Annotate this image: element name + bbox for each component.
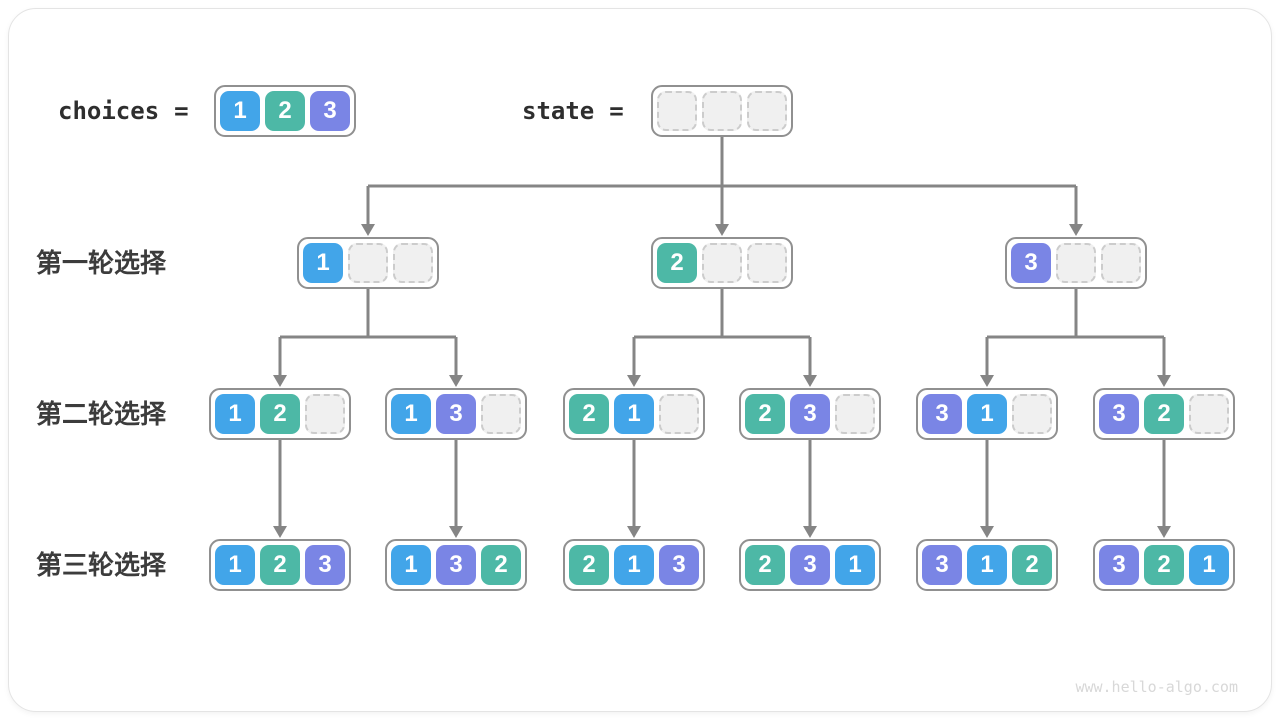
arrowhead — [449, 375, 463, 387]
empty-slot — [747, 91, 787, 131]
value-cell-2: 2 — [745, 545, 785, 585]
arrowhead — [273, 526, 287, 538]
value-cell-3: 3 — [1099, 394, 1139, 434]
value-cell-2: 2 — [569, 545, 609, 585]
empty-slot — [702, 91, 742, 131]
value-cell-2: 2 — [481, 545, 521, 585]
value-cell-2: 2 — [1144, 394, 1184, 434]
value-cell-1: 1 — [391, 394, 431, 434]
empty-slot — [1189, 394, 1229, 434]
value-cell-3: 3 — [922, 394, 962, 434]
arrowhead — [1157, 526, 1171, 538]
empty-slot — [1101, 243, 1141, 283]
value-cell-1: 1 — [967, 394, 1007, 434]
value-cell-1: 1 — [1189, 545, 1229, 585]
arrowhead — [803, 375, 817, 387]
value-cell-3: 3 — [436, 394, 476, 434]
empty-slot — [1056, 243, 1096, 283]
value-cell-3: 3 — [436, 545, 476, 585]
round-1-label: 第一轮选择 — [36, 248, 167, 278]
state-label: state = — [522, 85, 624, 137]
arrowhead — [980, 375, 994, 387]
choices-label: choices = — [58, 85, 189, 137]
round-2-label: 第二轮选择 — [36, 399, 167, 429]
value-cell-3: 3 — [922, 545, 962, 585]
round-3-label: 第三轮选择 — [36, 550, 167, 580]
value-cell-3: 3 — [790, 394, 830, 434]
arrowhead — [361, 224, 375, 236]
empty-slot — [393, 243, 433, 283]
arrowhead — [1069, 224, 1083, 236]
value-cell-3: 3 — [1011, 243, 1051, 283]
value-cell-2: 2 — [260, 394, 300, 434]
value-cell-2: 2 — [1144, 545, 1184, 585]
empty-slot — [305, 394, 345, 434]
choices-equals-sign: = — [174, 97, 189, 125]
value-cell-1: 1 — [614, 545, 654, 585]
empty-slot — [481, 394, 521, 434]
arrowhead — [980, 526, 994, 538]
value-cell-1: 1 — [391, 545, 431, 585]
empty-slot — [1012, 394, 1052, 434]
state-array — [651, 85, 793, 137]
value-cell-3: 3 — [305, 545, 345, 585]
tree-node-r1-2: 2 — [651, 237, 793, 289]
value-cell-2: 2 — [569, 394, 609, 434]
value-cell-2: 2 — [1012, 545, 1052, 585]
arrowhead — [803, 526, 817, 538]
value-cell-1: 1 — [215, 394, 255, 434]
value-cell-3: 3 — [659, 545, 699, 585]
value-cell-3: 3 — [1099, 545, 1139, 585]
state-label-text: state — [522, 97, 595, 125]
empty-slot — [657, 91, 697, 131]
arrowhead — [627, 526, 641, 538]
tree-node-r1-1: 1 — [297, 237, 439, 289]
arrowhead — [449, 526, 463, 538]
value-cell-2: 2 — [265, 91, 305, 131]
value-cell-3: 3 — [790, 545, 830, 585]
value-cell-2: 2 — [745, 394, 785, 434]
arrowhead — [273, 375, 287, 387]
empty-slot — [702, 243, 742, 283]
value-cell-1: 1 — [614, 394, 654, 434]
value-cell-1: 1 — [215, 545, 255, 585]
empty-slot — [747, 243, 787, 283]
state-equals-sign: = — [609, 97, 624, 125]
value-cell-2: 2 — [260, 545, 300, 585]
arrowhead — [715, 224, 729, 236]
arrowhead — [627, 375, 641, 387]
value-cell-2: 2 — [657, 243, 697, 283]
value-cell-3: 3 — [310, 91, 350, 131]
empty-slot — [659, 394, 699, 434]
empty-slot — [348, 243, 388, 283]
arrowhead — [1157, 375, 1171, 387]
value-cell-1: 1 — [835, 545, 875, 585]
value-cell-1: 1 — [967, 545, 1007, 585]
empty-slot — [835, 394, 875, 434]
tree-node-r1-3: 3 — [1005, 237, 1147, 289]
choices-label-text: choices — [58, 97, 160, 125]
value-cell-1: 1 — [220, 91, 260, 131]
watermark-text: www.hello-algo.com — [1075, 678, 1238, 696]
value-cell-1: 1 — [303, 243, 343, 283]
